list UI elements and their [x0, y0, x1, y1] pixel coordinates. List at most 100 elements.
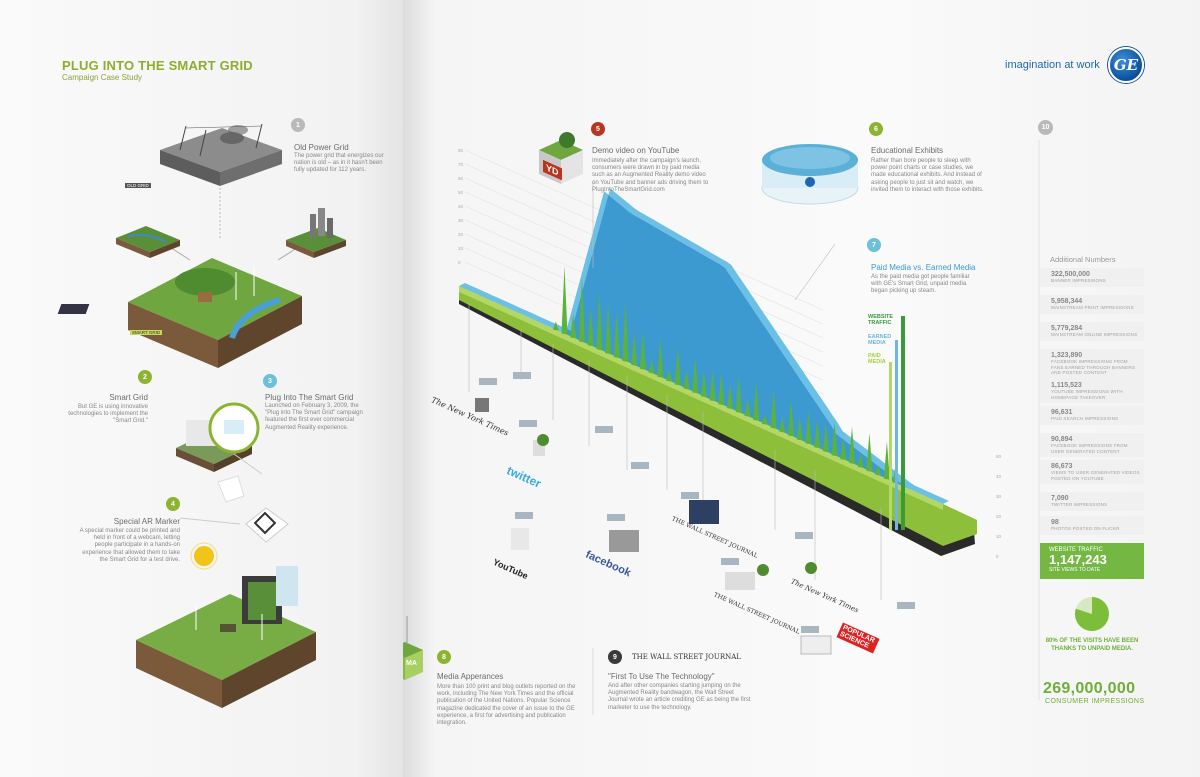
- step-6-marker: 6: [869, 122, 883, 136]
- step-9-body: And after other companies starting jumpi…: [608, 683, 751, 711]
- stat-value: 7,090: [1051, 495, 1069, 502]
- stat-label: MAINSTREAM PRINT IMPRESSIONS: [1051, 305, 1134, 310]
- ma-box: [403, 616, 423, 680]
- stat-item: 5,779,284 MAINSTREAM ONLINE IMPRESSIONS: [1040, 322, 1144, 341]
- sidebar-heading: Additional Numbers: [1050, 255, 1116, 264]
- left-tick: 40: [458, 204, 464, 209]
- legend-earned-media: EARNED MEDIA: [868, 334, 892, 346]
- stat-label: MAINSTREAM ONLINE IMPRESSIONS: [1051, 332, 1138, 337]
- old-grid-block: [160, 123, 282, 186]
- step-7-title: Paid Media vs. Earned Media: [871, 263, 976, 272]
- right-tick: 20: [996, 514, 1002, 519]
- website-traffic-box: WEBSITE TRAFFIC 1,147,243 SITE VIEWS TO …: [1040, 543, 1144, 579]
- step-3-title: Plug Into The Smart Grid: [265, 393, 354, 402]
- legend-website-traffic: WEBSITE TRAFFIC: [868, 314, 894, 326]
- media-illustrations: [475, 398, 832, 655]
- step-8-title: Media Apperances: [437, 672, 504, 681]
- left-tick: 30: [458, 218, 464, 223]
- stat-label: PAID SEARCH IMPRESSIONS: [1051, 416, 1119, 421]
- step-7-body: As the paid media got people familiar wi…: [871, 274, 970, 295]
- stat-item: 1,323,890 FACEBOOK IMPRESSIONS FROM FANS…: [1040, 349, 1144, 379]
- stat-item: 90,894 FACEBOOK IMPRESSIONS FROM USER GE…: [1040, 433, 1144, 457]
- ar-room-scene: [176, 402, 260, 472]
- right-tick: 40: [996, 474, 1002, 479]
- step-9-marker: 9: [608, 650, 622, 664]
- stat-value: 96,631: [1051, 409, 1073, 416]
- step-8-marker: 8: [437, 650, 451, 664]
- stat-item: 322,500,000 BANNER IMPRESSIONS: [1040, 268, 1144, 287]
- smart-grid-block: [57, 258, 302, 368]
- left-tick: 60: [458, 176, 464, 181]
- total-impressions-label: CONSUMER IMPRESSIONS: [1045, 698, 1145, 705]
- pie-caption: 80% OF THE VISITS HAVE BEEN THANKS TO UN…: [1045, 638, 1139, 652]
- left-tick: 50: [458, 190, 464, 195]
- stat-value: 86,673: [1051, 463, 1073, 470]
- left-tick: 80: [458, 148, 464, 153]
- step-7-marker: 7: [867, 238, 881, 252]
- right-tick: 10: [996, 534, 1002, 539]
- stat-label: YOUTUBE IMPRESSIONS WITH HOMEPAGE TAKEOV…: [1051, 389, 1123, 400]
- stat-value: 98: [1051, 519, 1059, 526]
- stat-value: 1,323,890: [1051, 352, 1083, 359]
- page-subtitle: Campaign Case Study: [62, 73, 143, 82]
- callout-lines: [468, 182, 882, 600]
- stat-value: 1,115,523: [1051, 382, 1082, 389]
- stat-item: 96,631 PAID SEARCH IMPRESSIONS: [1040, 406, 1144, 425]
- stat-value: 322,500,000: [1051, 271, 1090, 278]
- stat-label: FACEBOOK IMPRESSIONS FROM FANS EARNED TH…: [1051, 359, 1136, 375]
- step-2-title: Smart Grid: [109, 393, 148, 402]
- step-1-body: The power grid that energizes our nation…: [294, 153, 384, 174]
- step-3-body: Launched on February 3, 2009, the "Plug …: [265, 403, 363, 431]
- stat-value: 5,779,284: [1051, 325, 1083, 332]
- left-tick: 0: [458, 260, 461, 265]
- right-tick: 30: [996, 494, 1002, 499]
- step-2-marker: 2: [138, 370, 152, 384]
- step-1-title: Old Power Grid: [294, 143, 349, 152]
- wsj-masthead: THE WALL STREET JOURNAL: [632, 653, 741, 661]
- ge-tagline: imagination at work: [1005, 59, 1100, 71]
- left-tick: 10: [458, 246, 464, 251]
- step-5-body: Immediately after the campaign's launch,…: [592, 158, 709, 193]
- small-city-right: [286, 208, 346, 258]
- traffic-sublabel: SITE VIEWS TO DATE: [1049, 567, 1101, 573]
- earned-media-ridge: [459, 191, 943, 504]
- ge-logo: GE: [1108, 47, 1144, 83]
- step-10-marker: 10: [1038, 120, 1053, 135]
- stat-label: FACEBOOK IMPRESSIONS FROM USER GENERATED…: [1051, 443, 1128, 454]
- step-4-title: Special AR Marker: [113, 517, 180, 526]
- chart-illustration: [403, 132, 1040, 715]
- small-landscape-left: [116, 226, 180, 258]
- ar-marker: [217, 475, 289, 543]
- earned-media-bar: [895, 340, 898, 530]
- page-title: PLUG INTO THE SMART GRID: [62, 58, 253, 73]
- old-grid-label: OLD GRID: [125, 183, 151, 188]
- stat-item: 86,673 VIEWS TO USER GENERATED VIDEOS PO…: [1040, 460, 1144, 484]
- paid-media-bar: [889, 362, 892, 530]
- stat-item: 98 PHOTOS POSTED ON FLICKR: [1040, 516, 1144, 535]
- step-5-marker: 5: [591, 122, 605, 136]
- left-illustrations: [57, 123, 346, 708]
- ma-badge: MA: [406, 660, 417, 667]
- right-tick: 0: [996, 554, 999, 559]
- step-8-body: More than 100 print and blog outlets rep…: [437, 684, 576, 727]
- traffic-label: WEBSITE TRAFFIC: [1049, 547, 1103, 553]
- website-traffic-bar: [901, 316, 905, 530]
- stat-item: 1,115,523 YOUTUBE IMPRESSIONS WITH HOMEP…: [1040, 379, 1144, 403]
- educational-exhibit: [761, 144, 859, 205]
- traffic-value: 1,147,243: [1049, 552, 1107, 567]
- right-tick: 50: [996, 454, 1002, 459]
- total-impressions-value: 269,000,000: [1043, 680, 1136, 697]
- step-4-marker: 4: [166, 497, 180, 511]
- left-tick: 70: [458, 162, 464, 167]
- smart-grid-label: SMART GRID: [130, 330, 163, 335]
- earned-media-ridge-top: [459, 188, 949, 504]
- sun: [194, 546, 214, 566]
- ar-landscape-block: [136, 566, 316, 708]
- step-5-title: Demo video on YouTube: [592, 146, 680, 155]
- legend-paid-media: PAID MEDIA: [868, 353, 886, 365]
- step-3-marker: 3: [263, 374, 277, 388]
- step-6-body: Rather than bore people to sleep with po…: [871, 158, 984, 193]
- date-tags: [479, 372, 915, 633]
- step-2-body: But GE is using innovative technologies …: [68, 404, 148, 425]
- stat-item: 5,958,344 MAINSTREAM PRINT IMPRESSIONS: [1040, 295, 1144, 314]
